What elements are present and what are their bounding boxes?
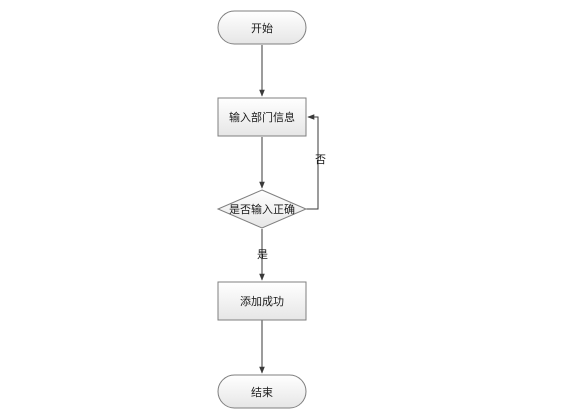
add-success-node: 添加成功 — [217, 281, 307, 321]
end-node: 结束 — [217, 374, 307, 409]
check-input-label: 是否输入正确 — [229, 202, 295, 216]
add-success-label: 添加成功 — [240, 294, 284, 308]
edge-label-no: 否 — [315, 153, 326, 166]
check-input-decision: 是否输入正确 — [216, 189, 308, 229]
end-node-label: 结束 — [251, 386, 273, 399]
connectors — [259, 45, 319, 374]
start-node-label: 开始 — [251, 21, 273, 35]
edge-label-yes: 是 — [257, 248, 268, 261]
edge-no-check-to-input — [306, 114, 319, 210]
input-dept-info-node: 输入部门信息 — [217, 97, 307, 137]
start-node: 开始 — [217, 10, 307, 45]
input-dept-info-label: 输入部门信息 — [229, 110, 295, 124]
